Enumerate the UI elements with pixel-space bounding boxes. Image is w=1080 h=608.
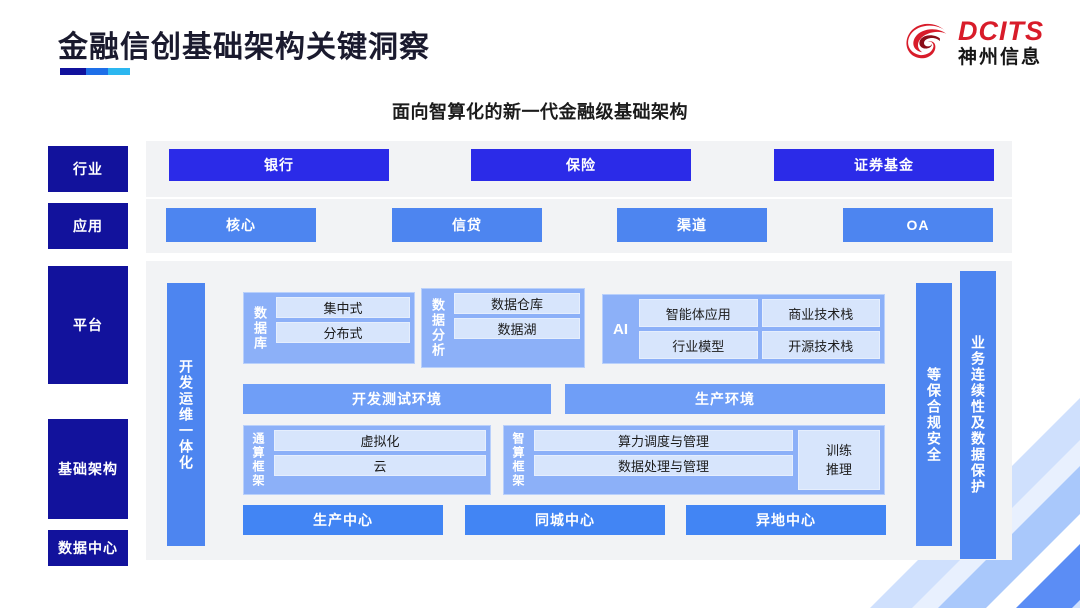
application-chip-credit[interactable]: 信贷	[392, 208, 542, 242]
row-label-datacenter: 数据中心	[48, 530, 128, 566]
cell-compute-scheduling[interactable]: 算力调度与管理	[534, 430, 793, 451]
cell-virtualization[interactable]: 虚拟化	[274, 430, 486, 451]
vertical-bar-devops-label: 开发运维一体化	[178, 358, 194, 471]
logo-text-en: DCITS	[958, 16, 1044, 46]
page-subtitle: 面向智算化的新一代金融级基础架构	[392, 102, 688, 122]
chip-metro-center[interactable]: 同城中心	[465, 505, 665, 535]
group-data-analytics-label: 数据分析	[430, 298, 445, 358]
chip-production-center[interactable]: 生产中心	[243, 505, 443, 535]
group-ai-computing-framework: 智算框架 算力调度与管理 数据处理与管理 训练 推理	[503, 425, 885, 495]
cell-cloud[interactable]: 云	[274, 455, 486, 476]
row-label-platform: 平台	[48, 266, 128, 384]
chip-dev-test-environment[interactable]: 开发测试环境	[243, 384, 551, 414]
logo-text-cn: 神州信息	[958, 47, 1043, 68]
cell-data-warehouse[interactable]: 数据仓库	[454, 293, 580, 314]
vertical-bar-continuity[interactable]: 业务连续性及数据保护	[960, 271, 996, 559]
cell-distributed[interactable]: 分布式	[276, 322, 410, 343]
row-label-industry: 行业	[48, 146, 128, 192]
group-database: 数据库 集中式 分布式	[243, 292, 415, 364]
industry-chip-bank[interactable]: 银行	[169, 149, 389, 181]
row-label-infrastructure: 基础架构	[48, 419, 128, 519]
cell-opensource-tech-stack[interactable]: 开源技术栈	[761, 331, 880, 359]
brand-logo: DCITS 神州信息	[904, 18, 1044, 67]
title-underline-rule	[60, 68, 130, 75]
industry-row-panel: 银行 保险 证券基金	[146, 141, 1012, 197]
cell-data-processing[interactable]: 数据处理与管理	[534, 455, 793, 476]
industry-chip-securities[interactable]: 证券基金	[774, 149, 994, 181]
cell-training-inference[interactable]: 训练 推理	[798, 430, 880, 490]
application-chip-core[interactable]: 核心	[166, 208, 316, 242]
vertical-bar-compliance[interactable]: 等保合规安全	[916, 283, 952, 546]
dcits-swirl-icon	[906, 23, 947, 58]
page-title: 金融信创基础架构关键洞察	[58, 31, 430, 64]
group-general-computing-framework: 通算框架 虚拟化 云	[243, 425, 491, 495]
cell-commercial-tech-stack[interactable]: 商业技术栈	[761, 299, 880, 327]
vertical-bar-compliance-label: 等保合规安全	[926, 366, 942, 463]
group-ai-label: AI	[613, 320, 628, 338]
group-ai-computing-framework-label: 智算框架	[511, 432, 525, 488]
chip-production-environment[interactable]: 生产环境	[565, 384, 885, 414]
application-chip-channel[interactable]: 渠道	[617, 208, 767, 242]
cell-agent-application[interactable]: 智能体应用	[639, 299, 758, 327]
application-chip-oa[interactable]: OA	[843, 208, 993, 242]
chip-remote-center[interactable]: 异地中心	[686, 505, 886, 535]
group-database-label: 数据库	[252, 305, 267, 351]
row-label-application: 应用	[48, 203, 128, 249]
cell-industry-model[interactable]: 行业模型	[639, 331, 758, 359]
group-ai: AI 智能体应用 商业技术栈 行业模型 开源技术栈	[602, 294, 885, 364]
cell-centralized[interactable]: 集中式	[276, 297, 410, 318]
industry-chip-insurance[interactable]: 保险	[471, 149, 691, 181]
group-data-analytics: 数据分析 数据仓库 数据湖	[421, 288, 585, 368]
vertical-bar-devops[interactable]: 开发运维一体化	[167, 283, 205, 546]
application-row-panel: 核心 信贷 渠道 OA	[146, 199, 1012, 253]
cell-data-lake[interactable]: 数据湖	[454, 318, 580, 339]
vertical-bar-continuity-label: 业务连续性及数据保护	[970, 335, 986, 495]
group-general-computing-framework-label: 通算框架	[251, 432, 265, 488]
